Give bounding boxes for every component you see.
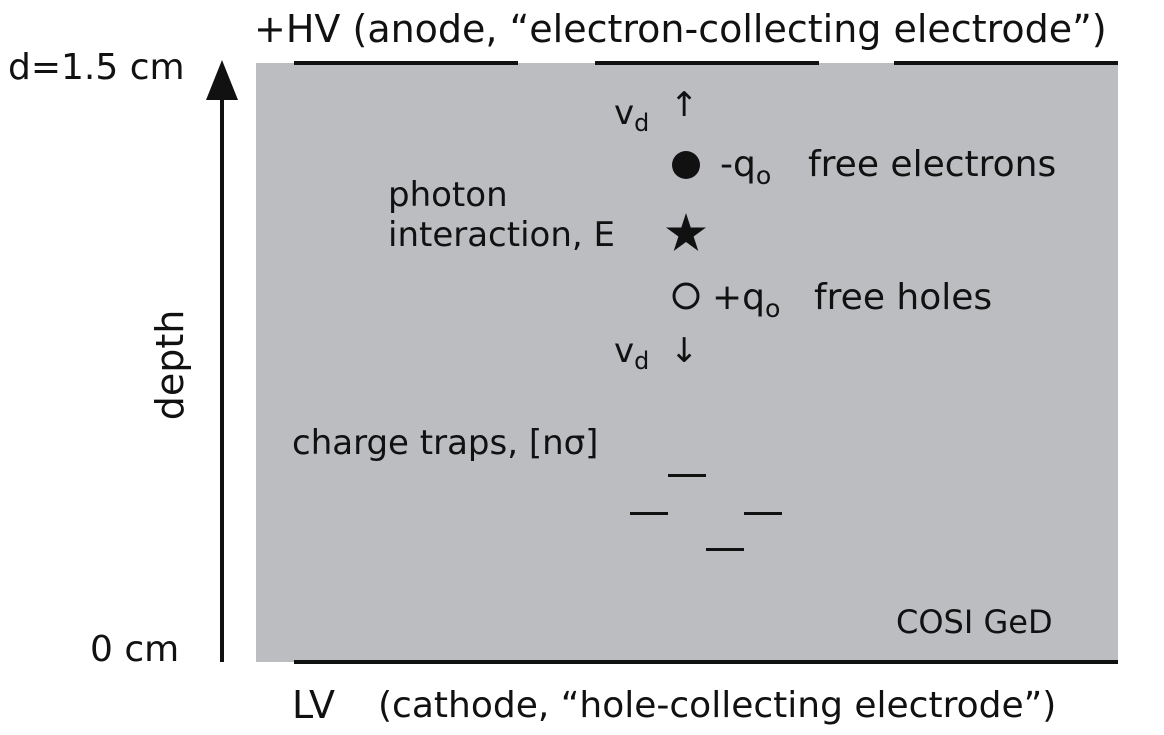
trap-level-2	[630, 512, 668, 515]
cathode-label-prefix: LV	[292, 683, 335, 727]
arrow-down-icon: ↓	[670, 331, 699, 371]
anode-strip-1	[294, 61, 518, 65]
hole-charge: +qo	[712, 277, 780, 321]
drift-subscript: d	[634, 109, 650, 138]
axis-top-label: d=1.5 cm	[8, 47, 185, 88]
anode-strip-2	[595, 61, 819, 65]
axis-bottom-label: 0 cm	[90, 629, 180, 670]
cathode-electrode	[294, 660, 1118, 664]
drift-subscript: d	[634, 347, 650, 376]
depth-axis-line	[220, 90, 224, 662]
cathode-label: (cathode, “hole-collecting electrode”)	[378, 685, 1057, 726]
electron-charge-sub: o	[755, 160, 772, 190]
traps-label: charge traps, [nσ]	[292, 423, 599, 463]
holes-label: free holes	[814, 277, 993, 318]
trap-level-3	[744, 512, 782, 515]
arrow-up-icon: ↑	[670, 85, 699, 125]
drift-v: v	[614, 93, 635, 133]
drift-v: v	[614, 331, 635, 371]
hole-charge-q: +q	[712, 277, 766, 318]
trap-level-4	[706, 548, 744, 551]
trap-level-1	[668, 474, 706, 477]
drift-velocity-down: vd	[614, 331, 649, 373]
interaction-label-line2: interaction, E	[388, 215, 615, 255]
drift-velocity-up: vd	[614, 93, 649, 135]
hole-open-circle-icon	[672, 282, 700, 310]
electrons-label: free electrons	[808, 144, 1057, 185]
depth-axis-arrowhead	[206, 60, 238, 100]
electron-charge-q: -q	[720, 144, 756, 185]
electron-filled-circle-icon	[672, 151, 700, 179]
electron-charge: -qo	[720, 144, 771, 188]
star-icon	[666, 213, 706, 251]
hole-charge-sub: o	[765, 293, 781, 323]
anode-label: +HV (anode, “electron-collecting electro…	[254, 7, 1107, 51]
detector-label: COSI GeD	[896, 603, 1053, 641]
interaction-label-line1: photon	[388, 175, 508, 215]
anode-strip-3	[894, 61, 1118, 65]
